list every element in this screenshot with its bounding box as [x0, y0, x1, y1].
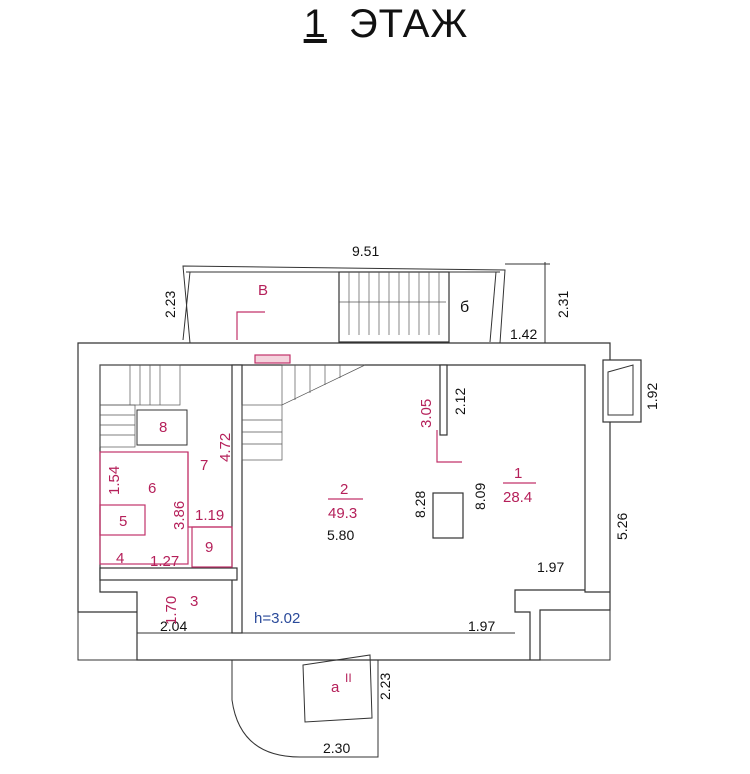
wall-305-dim: 3.05 [418, 399, 435, 428]
dim-vestibule-depth: 2.23 [377, 673, 393, 700]
room-7-label: 7 [200, 457, 208, 474]
building-walls [77, 342, 642, 661]
porch-b-label: б [460, 299, 469, 316]
room-6-label: 6 [148, 480, 156, 497]
room-3-length: 1.70 [163, 596, 180, 625]
dim-room1-length: 8.09 [472, 483, 488, 510]
room-7-width: 1.19 [195, 507, 224, 524]
dim-room3-width: 2.04 [160, 618, 187, 634]
room-3-label: 3 [190, 593, 198, 610]
room-9-label: 9 [205, 539, 213, 556]
dim-corridor: 2.12 [452, 388, 468, 415]
staircase [99, 364, 366, 461]
floor-title: 1 ЭТАЖ [0, 2, 750, 47]
room-6-length: 3.86 [171, 501, 188, 530]
dimension-labels: 9.51 2.23 2.31 1.42 1.92 2.12 8.28 8.09 … [160, 243, 660, 756]
room-2-label: 2 [340, 481, 348, 498]
dim-right-wall: 5.26 [614, 513, 630, 540]
dim-room1-step: 1.97 [537, 559, 564, 575]
dim-porch-right: 2.31 [555, 291, 571, 318]
porch-v-label: В [258, 282, 268, 299]
floor-label: ЭТАЖ [348, 2, 469, 46]
dim-porch-left: 2.23 [162, 291, 178, 318]
room-2-area: 49.3 [328, 505, 357, 522]
room-1-area: 28.4 [503, 489, 532, 506]
vestibule-label: а [331, 679, 340, 696]
vestibule [231, 654, 379, 758]
floor-number: 1 [303, 2, 327, 46]
porch [182, 262, 550, 344]
dim-room1-bottom: 1.97 [468, 618, 495, 634]
dim-room2-width: 5.80 [327, 527, 354, 543]
dim-room2-length: 8.28 [412, 491, 428, 518]
dim-porch-right-width: 1.42 [510, 326, 537, 342]
room-1-label: 1 [514, 465, 522, 482]
room-5-label: 5 [119, 513, 127, 530]
vestibule-roman: II [345, 671, 352, 685]
room-labels: В б 8 7 4.72 6 1.54 3.86 1.19 5 9 4 1.27… [106, 282, 536, 696]
dim-vestibule-width: 2.30 [323, 740, 350, 756]
room-6-width: 1.54 [106, 466, 123, 495]
room-7-length: 4.72 [217, 433, 234, 462]
dim-window-bay: 1.92 [644, 383, 660, 410]
ceiling-height: h=3.02 [254, 610, 300, 627]
room-4-label: 4 [116, 550, 124, 567]
room-8-label: 8 [159, 419, 167, 436]
room-4-width: 1.27 [150, 553, 179, 570]
dim-top-width: 9.51 [352, 243, 379, 259]
service-rooms [99, 409, 462, 568]
